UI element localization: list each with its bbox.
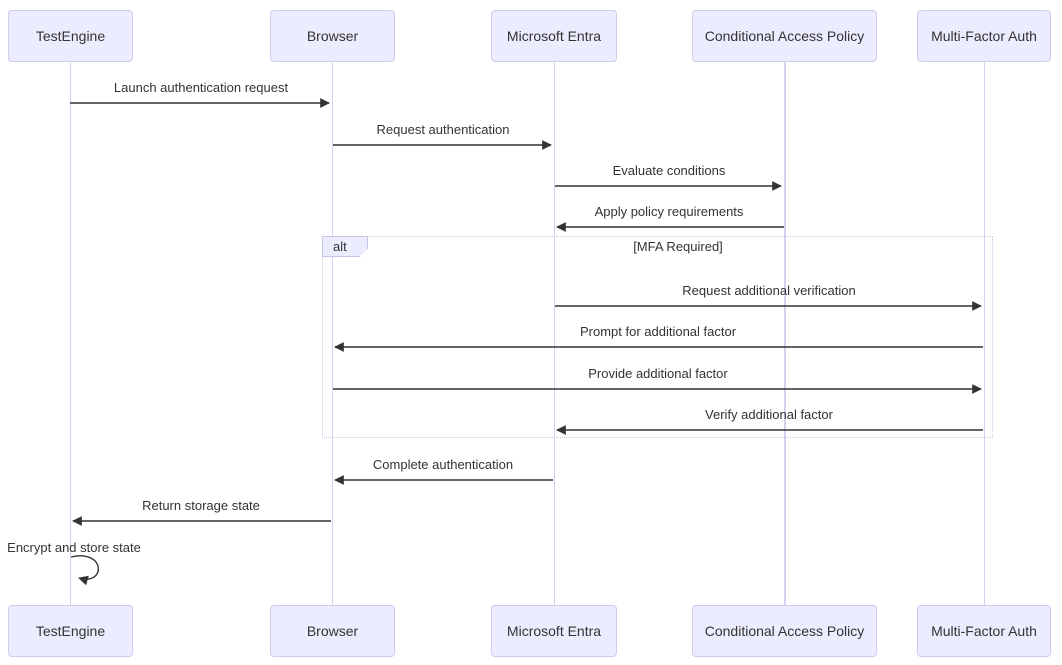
message-label: Launch authentication request	[113, 80, 289, 95]
message-label: Prompt for additional factor	[579, 324, 737, 339]
lifeline-browser	[331, 62, 333, 605]
actor-microsoft-entra-top: Microsoft Entra	[491, 10, 617, 62]
message-label: Request additional verification	[682, 283, 856, 298]
message-label: Complete authentication	[372, 457, 514, 472]
alt-fragment-operator-label: alt	[322, 236, 368, 257]
message-label: Encrypt and store state	[7, 540, 141, 555]
message-label: Request authentication	[376, 122, 510, 137]
actor-label: Microsoft Entra	[506, 28, 602, 44]
alt-fragment-guard-label: [MFA Required]	[633, 239, 723, 254]
actor-microsoft-entra-bottom: Microsoft Entra	[491, 605, 617, 657]
actor-multi-factor-auth-top: Multi-Factor Auth	[917, 10, 1051, 62]
actor-label: Conditional Access Policy	[704, 623, 865, 639]
actor-testengine-bottom: TestEngine	[8, 605, 133, 657]
actor-browser-bottom: Browser	[270, 605, 395, 657]
actor-multi-factor-auth-bottom: Multi-Factor Auth	[917, 605, 1051, 657]
lifeline-multi-factor-auth	[983, 62, 985, 605]
message-label: Provide additional factor	[588, 366, 728, 381]
actor-label: Multi-Factor Auth	[931, 623, 1037, 639]
actor-label: Microsoft Entra	[506, 623, 602, 639]
message-label: Evaluate conditions	[612, 163, 726, 178]
actor-conditional-access-policy-bottom: Conditional Access Policy	[692, 605, 877, 657]
actor-conditional-access-policy-top: Conditional Access Policy	[692, 10, 877, 62]
actor-browser-top: Browser	[270, 10, 395, 62]
actor-label: TestEngine	[35, 28, 106, 44]
lifeline-microsoft-entra	[553, 62, 555, 605]
message-label: Verify additional factor	[705, 407, 833, 422]
actor-label: Browser	[306, 28, 359, 44]
actor-label: Browser	[306, 623, 359, 639]
alt-fragment-box	[322, 236, 993, 438]
actor-label: Conditional Access Policy	[704, 28, 865, 44]
lifeline-testengine	[69, 62, 71, 605]
lifeline-conditional-access-policy	[784, 62, 786, 605]
message-label: Return storage state	[142, 498, 260, 513]
actor-label: Multi-Factor Auth	[931, 28, 1037, 44]
message-label: Apply policy requirements	[594, 204, 744, 219]
actor-testengine-top: TestEngine	[8, 10, 133, 62]
actor-label: TestEngine	[35, 623, 106, 639]
self-loop-encrypt-and-store-state	[70, 555, 100, 586]
